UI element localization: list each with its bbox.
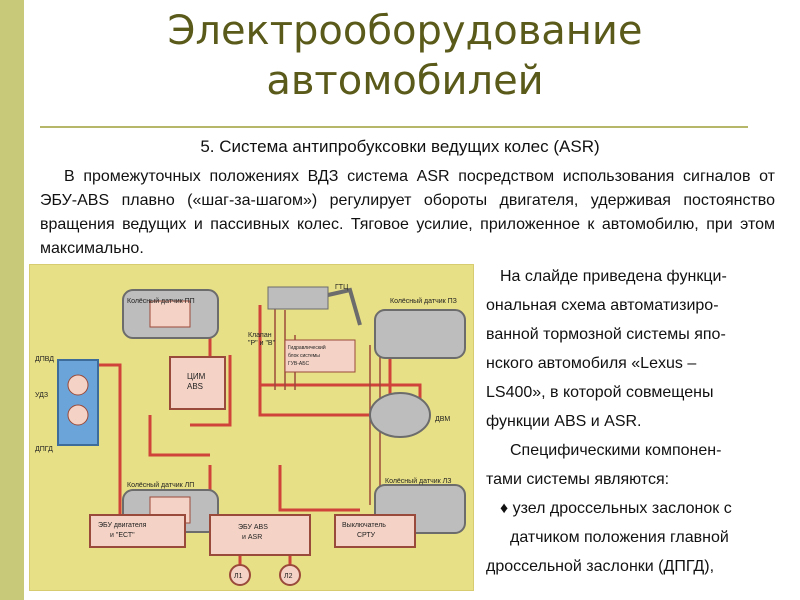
wheel-front-left: [122, 289, 219, 339]
title-line-1: Электрооборудование: [167, 8, 643, 54]
wire-cim: [190, 355, 232, 427]
label-l2: Л2: [284, 573, 293, 580]
wire-rl: [258, 305, 392, 417]
label-cim-2: ABS: [187, 382, 203, 391]
ecu-abs-box: [209, 514, 311, 556]
wire-ecu: [148, 415, 210, 457]
right-line-4: нского автомобиля «Lexus –: [486, 355, 697, 372]
label-switch: Выключатель: [342, 522, 386, 529]
hydraulic-module: [284, 339, 356, 373]
label-valve-2: "Р" и "В": [248, 340, 276, 347]
title-line-2: автомобилей: [266, 58, 544, 104]
asr-schematic-diagram: Колёсный датчик ПП Колёсный датчик ПЗ Ко…: [29, 264, 474, 591]
label-sensor-fl: Колёсный датчик ПП: [127, 297, 195, 305]
slide-title: Электрооборудование автомобилей: [60, 6, 750, 106]
label-module-2: блок системы: [288, 353, 320, 359]
right-line-1: На слайде приведена функци-: [500, 268, 727, 285]
label-ecu-abs: ЭБУ ABS: [238, 524, 268, 531]
label-sensor-fr: Колёсный датчик ЛП: [127, 481, 194, 489]
label-module-3: ГУВ-АБС: [288, 361, 309, 367]
lamp-l2: [279, 564, 301, 586]
right-line-7: Специфическими компонен-: [510, 442, 722, 459]
label-sensor-rl: Колёсный датчик ПЗ: [390, 297, 457, 305]
wire-rr: [278, 465, 360, 512]
label-switch-2: СРТУ: [357, 532, 376, 539]
label-dpvd: ДПВД: [35, 356, 54, 363]
label-valve: Клапан: [248, 332, 272, 339]
right-line-9: ♦ узел дроссельных заслонок с: [500, 500, 732, 517]
wheel-rear-left: [374, 309, 466, 359]
switch-box: [334, 514, 416, 548]
right-line-6: функции ABS и ASR.: [486, 413, 642, 430]
label-module: Гидравлический: [288, 344, 326, 351]
right-line-11: дроссельной заслонки (ДПГД),: [486, 558, 715, 575]
title-divider: [40, 126, 748, 128]
right-line-2: ональная схема автоматизиро-: [486, 297, 719, 314]
ecu-engine-box: [89, 514, 186, 548]
label-gtc: ГТЦ: [335, 284, 349, 291]
right-line-10: датчиком положения главной: [510, 529, 729, 546]
gtc-unit: [267, 286, 362, 326]
label-ecu-abs-2: и ASR: [242, 534, 262, 541]
right-line-8: тами системы являются:: [486, 471, 670, 488]
label-cim: ЦИМ: [187, 372, 206, 381]
differential: [369, 392, 431, 438]
label-l1: Л1: [234, 573, 243, 580]
label-dvm: ДВМ: [435, 416, 450, 423]
lamp-l1: [229, 564, 251, 586]
intro-paragraph: В промежуточных положениях ВДЗ система A…: [40, 168, 775, 257]
right-line-3: ванной тормозной системы япо-: [486, 326, 726, 343]
label-dpgd: ДПГД: [35, 446, 53, 453]
label-ecu-engine: ЭБУ двигателя: [98, 522, 147, 529]
schematic-svg: Колёсный датчик ПП Колёсный датчик ПЗ Ко…: [35, 284, 466, 586]
cim-abs-unit: [169, 356, 226, 410]
slide-subtitle: 5. Система антипробуксовки ведущих колес…: [200, 137, 600, 156]
label-ecu-engine-2: и "ЕСТ": [110, 532, 135, 539]
left-accent-bar: [0, 0, 24, 600]
right-line-5: LS400», в которой совмещены: [486, 384, 714, 401]
throttle-assembly: [57, 359, 99, 446]
label-sensor-rr: Колёсный датчик ЛЗ: [385, 477, 451, 485]
label-udz: УДЗ: [35, 392, 48, 399]
right-text-column: На слайде приведена функци- ональная схе…: [486, 262, 786, 581]
